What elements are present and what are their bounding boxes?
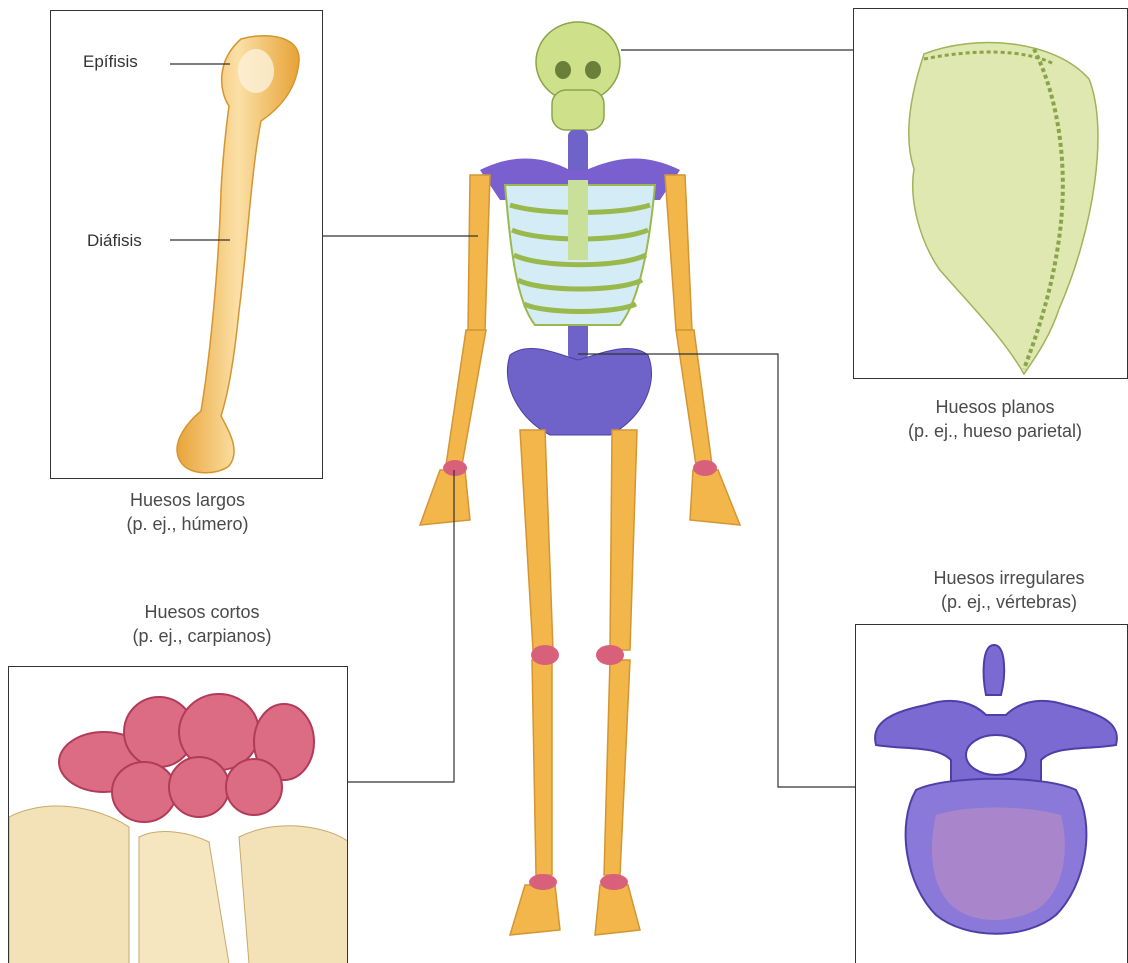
leader-lines <box>0 0 1128 963</box>
